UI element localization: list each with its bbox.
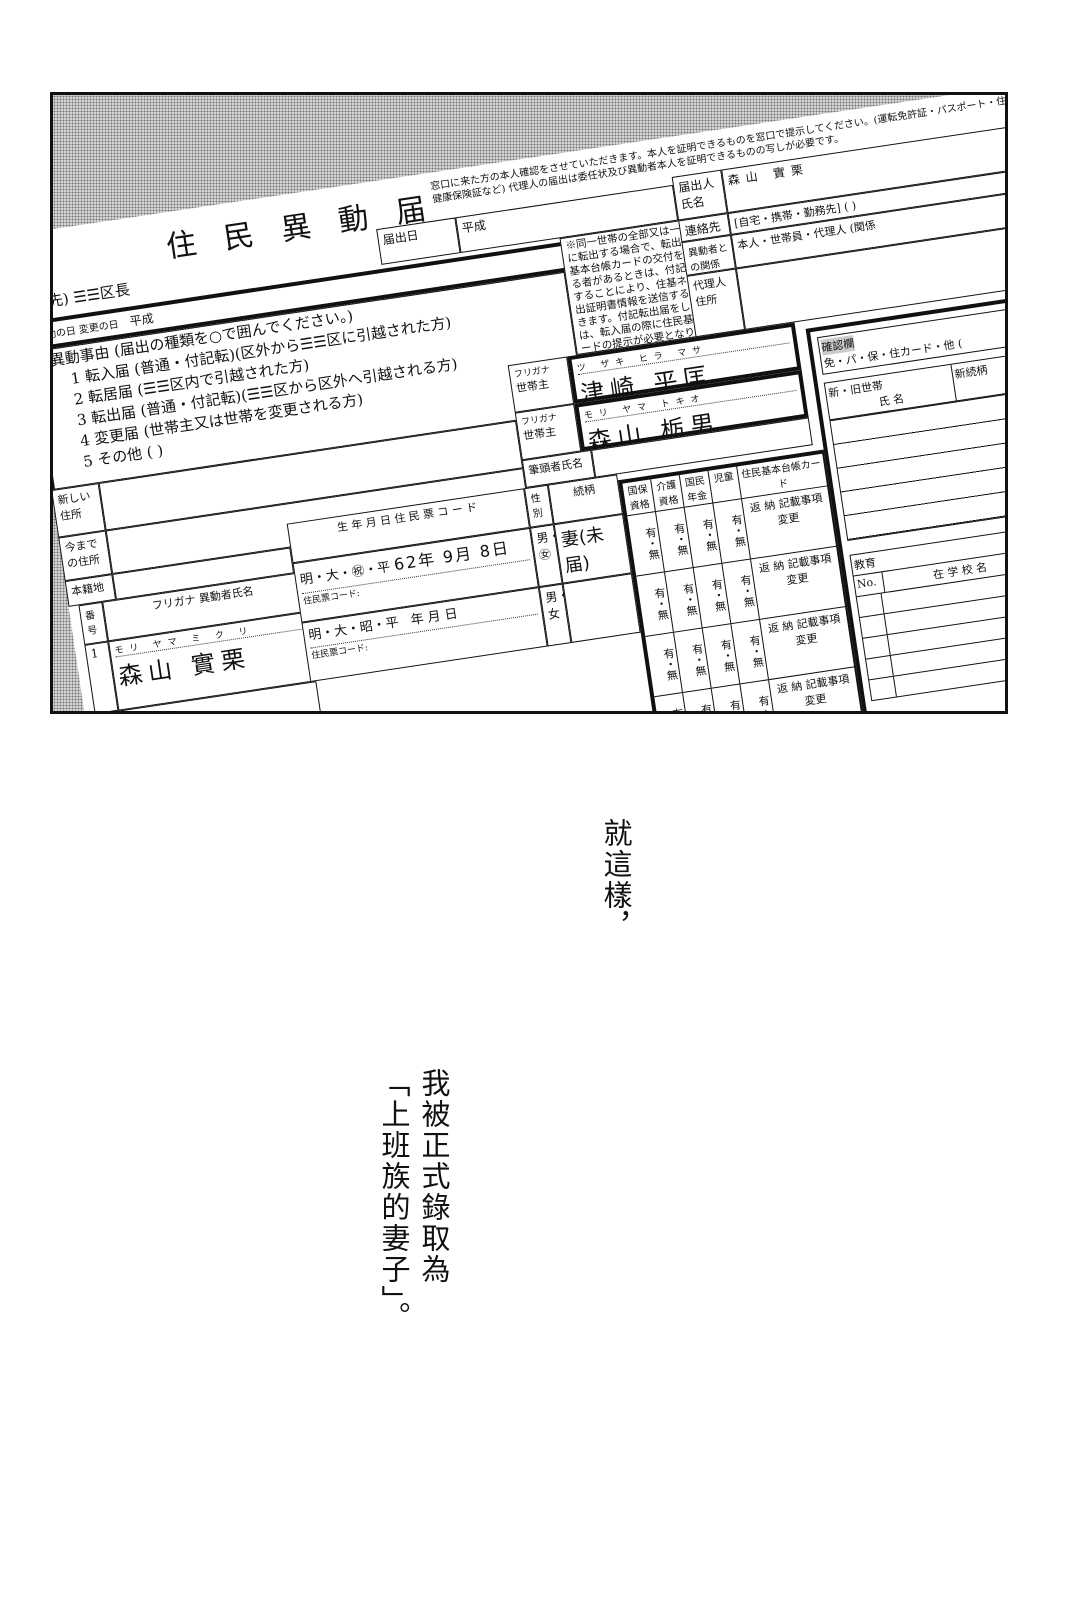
manga-panel: 住民異動届 窓口に来た方の本人確認をさせていただきます。本人を証明できるものを窓… [50,92,1008,714]
narration-line-3: 「上班族的妻子」。 [377,1068,411,1333]
col-nenkin: 国民年金 [679,470,714,507]
agent-address-label: 代理人 住所 [686,268,746,338]
person-relationship-field[interactable] [562,573,641,643]
seal-mark: 印 [1005,107,1008,123]
era-label: 平成 [460,218,487,236]
previous-address-label: 今までの住所 [58,530,113,582]
filer-label: 届出人 氏名 [671,169,728,221]
education-table: 教育 No. 在 学 校 名 学年 小・中 小・中 小・中 小・中 小・中 [849,522,1005,702]
card-cell[interactable]: 返 納 記載事項 変更 [749,491,824,528]
narration-line-2: 我被正式錄取為 [417,1068,451,1285]
col-jido: 児童 [708,466,742,503]
col-kaigo: 介護資格 [651,475,685,512]
card-cell[interactable]: 返 納 記載事項 変更 [767,612,842,648]
col-kokuho: 国保資格 [622,479,656,516]
card-cell[interactable]: 返 納 記載事項 変更 [758,551,833,588]
new-relation-col: 新続柄 [951,354,1005,401]
new-address-label: 新しい住所 [53,483,106,538]
narration-line-1: 就這樣， [599,818,633,942]
era-label: 平成 [128,311,155,329]
person-relationship-field[interactable]: 妻(未届) [553,513,632,584]
person-number: 2 [94,710,131,711]
